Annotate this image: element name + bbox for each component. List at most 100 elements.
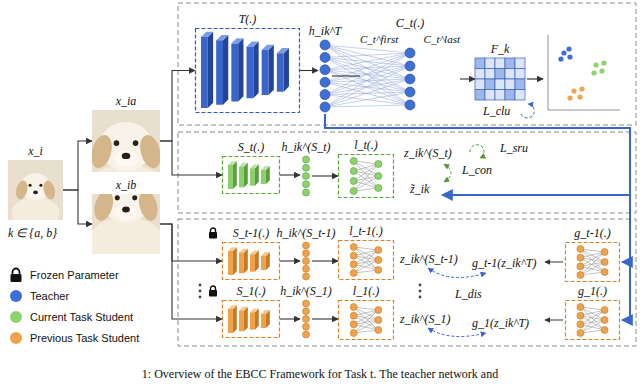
dot <box>419 284 422 287</box>
layer-top <box>231 38 243 43</box>
node-label: C_t^first <box>360 32 398 46</box>
scatter-point <box>567 95 572 100</box>
dense-link <box>325 66 410 95</box>
projection-arrow <box>545 320 563 321</box>
layer-front <box>261 170 266 184</box>
puppy-ear <box>136 194 160 223</box>
layer-front <box>250 312 255 329</box>
dense-link <box>325 66 410 70</box>
node-shape <box>222 242 280 280</box>
layer-top <box>250 308 259 312</box>
legend-row: Frozen Parameter <box>8 264 139 285</box>
dense-link <box>325 95 410 105</box>
dense-link <box>325 57 410 105</box>
matrix-cell <box>475 69 485 80</box>
legend-row: Previous Task Student <box>8 327 139 348</box>
legend-text: Previous Task Student <box>30 332 139 344</box>
layer-front <box>216 40 223 104</box>
lock-body <box>209 232 217 239</box>
lock-icon <box>209 286 217 297</box>
dot <box>199 296 202 299</box>
scatter-axis <box>548 110 620 111</box>
scatter-point <box>579 86 584 91</box>
mlp-link <box>354 260 379 273</box>
lock-icon <box>8 267 24 283</box>
neuron <box>303 331 310 338</box>
puppy-eye <box>114 140 120 146</box>
mlp-link <box>354 161 379 188</box>
layer-side <box>244 249 248 274</box>
neuron <box>405 74 415 84</box>
connector <box>312 260 338 261</box>
cluster-arrow <box>527 78 543 79</box>
matrix-cell <box>485 90 495 101</box>
legend-text: Current Task Student <box>30 311 133 323</box>
network-box: l_t(.) <box>338 154 394 198</box>
dense-link <box>325 105 410 107</box>
matrix-cell <box>495 79 505 90</box>
node-label: S_t-1(.) <box>233 226 269 240</box>
network-box: S_1(.) <box>222 300 280 338</box>
dot <box>199 290 202 293</box>
connector <box>63 190 92 224</box>
neuron <box>320 102 330 112</box>
network-box: l_t-1(.) <box>338 240 394 280</box>
teacher-panel <box>178 3 636 125</box>
layer-front <box>250 168 255 185</box>
matrix-cell <box>495 90 505 101</box>
mlp-neuron <box>577 263 584 270</box>
dense-link <box>325 82 410 105</box>
node-shape <box>8 160 63 220</box>
puppy-muzzle <box>115 205 136 220</box>
matrix-cell <box>515 79 525 90</box>
teacher-feed-branch <box>622 319 630 321</box>
consistency-link <box>444 164 451 182</box>
mlp-neuron <box>375 307 382 314</box>
neuron <box>320 65 330 75</box>
input-image: x_ib <box>92 194 160 254</box>
connector <box>280 318 300 319</box>
node-shape <box>565 242 620 282</box>
node-shape <box>195 28 300 113</box>
mlp-outline <box>566 243 620 282</box>
layer-side <box>208 32 213 108</box>
neuron <box>405 61 415 71</box>
mlp-neuron <box>375 317 382 324</box>
mlp-neuron <box>350 158 357 165</box>
free-label: L_dis <box>455 287 482 301</box>
free-label: L_sru <box>500 141 528 155</box>
matrix-cell <box>475 79 485 90</box>
mlp-neuron <box>577 246 584 253</box>
node-shape <box>318 40 332 112</box>
layer-top <box>247 41 259 46</box>
matrix-cell <box>475 58 485 69</box>
neuron <box>303 308 310 315</box>
neuron <box>320 90 330 100</box>
layer-top <box>228 247 237 251</box>
network-outline <box>223 301 280 338</box>
puppy-ear <box>137 133 160 171</box>
dense-link <box>325 79 410 95</box>
puppy-eye <box>29 184 32 187</box>
matrix-cell <box>485 79 495 90</box>
scatter-point <box>577 94 582 99</box>
layer-side <box>284 48 289 92</box>
connector <box>312 175 338 176</box>
matrix-cell <box>505 79 515 90</box>
matrix-cell <box>495 58 505 69</box>
teacher-feed-line <box>325 114 630 320</box>
layer-top <box>261 310 270 314</box>
dense-link <box>325 53 410 57</box>
lock-body <box>209 290 217 297</box>
ellipsis-dots <box>199 284 422 299</box>
node-label: g_t-1(.) <box>574 226 610 240</box>
neuron <box>303 300 310 307</box>
node-shape <box>360 48 460 110</box>
mlp-neuron <box>350 244 357 251</box>
matrix-cell <box>485 69 495 80</box>
lock-icon <box>209 228 217 239</box>
matrix-cell <box>515 58 525 69</box>
neuron <box>405 100 415 110</box>
neuron <box>303 164 310 171</box>
neuron <box>320 40 330 50</box>
